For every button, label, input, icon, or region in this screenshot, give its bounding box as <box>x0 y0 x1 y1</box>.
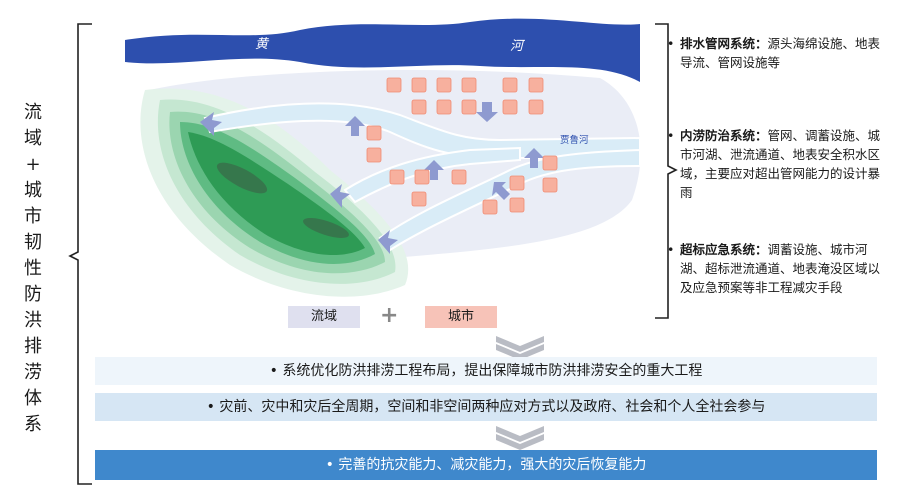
basin-dark-patch <box>303 218 349 238</box>
flow-arrow-icon <box>200 112 222 136</box>
band-engineering-layout: • 系统优化防洪排涝工程布局，提出保障城市防洪排涝安全的重大工程 <box>95 357 877 385</box>
legend-city: 城市 <box>425 306 497 328</box>
right-brace <box>655 23 678 319</box>
band-resilience: • 完善的抗灾能力、减灾能力，强大的灾后恢复能力 <box>95 450 877 480</box>
city-block <box>386 77 402 93</box>
basin-dark-patch <box>216 162 268 194</box>
title-char: 城 <box>24 180 42 201</box>
city-block <box>389 169 405 185</box>
bullet: • <box>667 242 675 257</box>
title-char: 韧 <box>24 232 42 253</box>
city-block <box>502 99 518 115</box>
title-char: 系 <box>24 414 42 435</box>
flow-arrow-icon <box>378 230 398 254</box>
city-block <box>414 169 430 185</box>
river-label-huang: 黄 <box>255 37 270 52</box>
city-block <box>509 197 525 213</box>
city-block <box>366 147 382 163</box>
band-full-cycle: • 灾前、灾中和灾后全周期，空间和非空间两种应对方式以及政府、社会和个人全社会参… <box>95 393 877 421</box>
left-brace <box>68 23 92 485</box>
system-desc: 管网、调蓄设施、城市河湖、泄流通道、地表安全积水区域，主要应对超出管网能力的设计… <box>680 128 881 200</box>
system-desc: 源头海绵设施、地表导流、管网设施等 <box>680 36 881 70</box>
flow-arrow-icon <box>476 102 498 122</box>
yellow-river <box>125 18 640 82</box>
system-waterlogging: • 内涝防治系统：管网、调蓄设施、城市河湖、泄流通道、地表安全积水区域，主要应对… <box>667 126 885 202</box>
system-drainage: • 排水管网系统：源头海绵设施、地表导流、管网设施等 <box>667 34 885 72</box>
city-block <box>502 77 518 93</box>
system-heading: 排水管网系统： <box>680 36 768 51</box>
city-block <box>528 99 544 115</box>
title-char: + <box>25 154 41 175</box>
city-block <box>436 99 452 115</box>
system-desc: 调蓄设施、城市河湖、超标泄流通道、地表淹没区域以及应急预案等非工程减灾手段 <box>680 242 881 295</box>
title-char: 域 <box>24 128 42 149</box>
tributary-lower <box>378 148 641 252</box>
flow-arrow-icon <box>345 116 365 136</box>
river-label-he: 河 <box>510 39 526 54</box>
city-block <box>461 77 477 93</box>
legend-plus: + <box>380 303 399 328</box>
city-block <box>411 77 427 93</box>
title-char: 防 <box>24 284 42 305</box>
city-block <box>542 177 558 193</box>
city-block <box>366 125 382 141</box>
flow-arrow-icon <box>492 182 510 200</box>
tributary-label: 贾鲁河 <box>560 134 589 146</box>
title-char: 排 <box>24 336 42 357</box>
tributary-middle <box>343 146 521 204</box>
title-char: 性 <box>24 258 42 279</box>
title-char: 市 <box>24 206 42 227</box>
title-char: 体 <box>24 388 42 409</box>
system-heading: 超标应急系统： <box>680 242 768 257</box>
city-block <box>482 199 498 215</box>
title-char: 洪 <box>24 310 42 331</box>
system-heading: 内涝防治系统： <box>680 128 768 143</box>
down-chevron-icon <box>496 426 544 450</box>
flow-arrow-icon <box>330 184 350 208</box>
legend-basin: 流域 <box>288 306 360 328</box>
system-emergency: • 超标应急系统：调蓄设施、城市河湖、超标泄流通道、地表淹没区域以及应急预案等非… <box>667 240 885 297</box>
title-char: 流 <box>24 102 42 123</box>
city-block <box>461 99 477 115</box>
flow-arrow-icon <box>424 160 444 180</box>
title-char: 涝 <box>24 362 42 383</box>
bullet: • <box>667 36 675 51</box>
flow-arrow-icon <box>524 148 544 168</box>
city-block <box>411 191 427 207</box>
system-title: 流 域 + 城 市 韧 性 防 洪 排 涝 体 系 <box>20 100 46 438</box>
city-block <box>451 169 467 185</box>
city-block <box>542 155 558 171</box>
tributary-upper <box>203 102 641 159</box>
city-block <box>436 77 452 93</box>
city-block <box>411 99 427 115</box>
city-block <box>528 77 544 93</box>
city-block <box>509 175 525 191</box>
bullet: • <box>667 128 675 143</box>
down-chevron-icon <box>496 336 544 360</box>
